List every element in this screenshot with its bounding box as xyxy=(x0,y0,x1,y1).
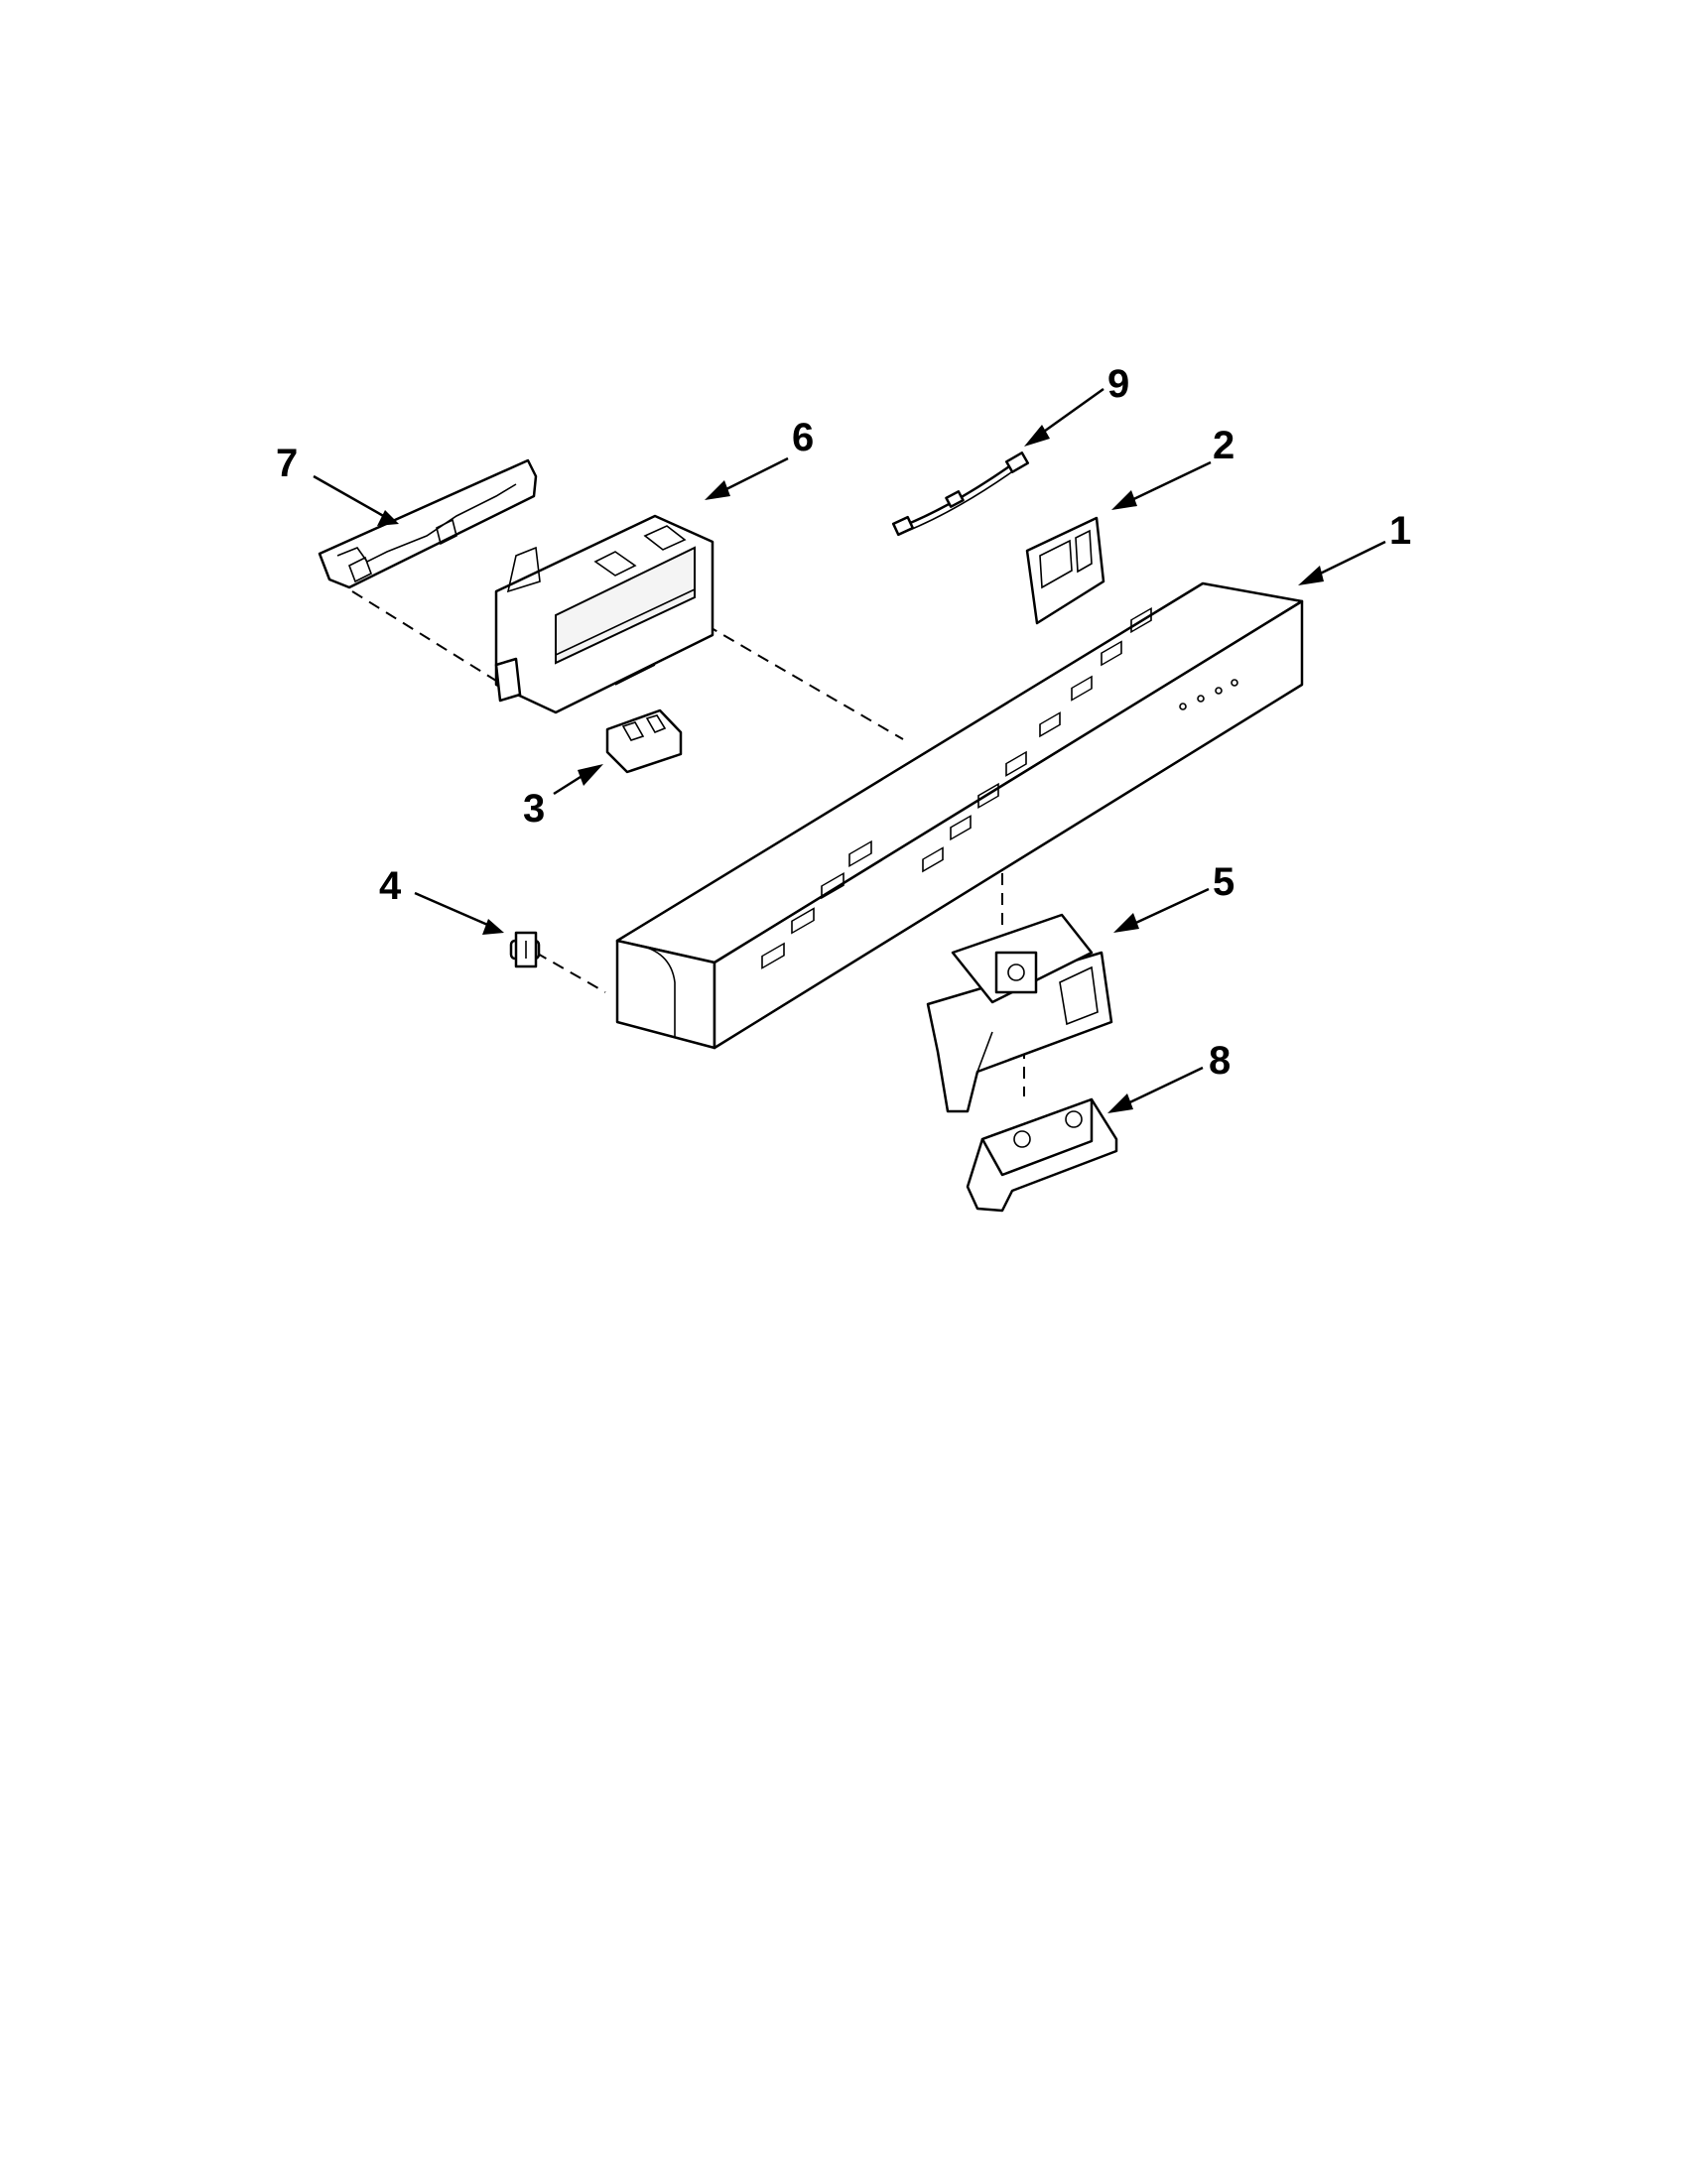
callout-5: 5 xyxy=(1213,860,1234,904)
panel-buttons-left xyxy=(761,839,872,969)
callout-7: 7 xyxy=(276,442,298,485)
panel-buttons-middle xyxy=(922,607,1152,873)
assembly-line-7-6 xyxy=(351,590,497,682)
leader-7 xyxy=(313,474,399,526)
leader-1 xyxy=(1298,540,1386,585)
leader-5 xyxy=(1113,887,1210,933)
leader-8 xyxy=(1107,1066,1204,1113)
callout-8: 8 xyxy=(1209,1039,1231,1083)
leader-2 xyxy=(1111,460,1212,510)
part-5-latch-assembly[interactable] xyxy=(926,913,1113,1113)
callout-6: 6 xyxy=(792,416,814,459)
callout-1: 1 xyxy=(1389,509,1411,553)
leader-6 xyxy=(705,456,789,500)
part-8-latch-housing[interactable] xyxy=(966,1097,1118,1213)
callout-3: 3 xyxy=(523,787,545,831)
panel-indicator-lights xyxy=(1179,679,1238,710)
callout-4: 4 xyxy=(379,864,402,908)
assembly-line-4-1 xyxy=(535,952,606,993)
part-9-wire-harness[interactable] xyxy=(891,451,1030,537)
leader-4 xyxy=(414,891,504,935)
part-6-control-module[interactable] xyxy=(494,514,714,714)
leader-9 xyxy=(1024,387,1104,447)
callout-2: 2 xyxy=(1213,424,1234,467)
part-2-bracket-plate[interactable] xyxy=(1025,516,1105,625)
callout-9: 9 xyxy=(1107,362,1129,406)
part-1-console-panel[interactable] xyxy=(615,581,1304,1050)
part-3-clip[interactable] xyxy=(605,708,683,774)
leader-3 xyxy=(553,764,603,796)
part-4-screw[interactable] xyxy=(509,931,541,968)
part-7-rail-bracket[interactable] xyxy=(318,458,538,589)
